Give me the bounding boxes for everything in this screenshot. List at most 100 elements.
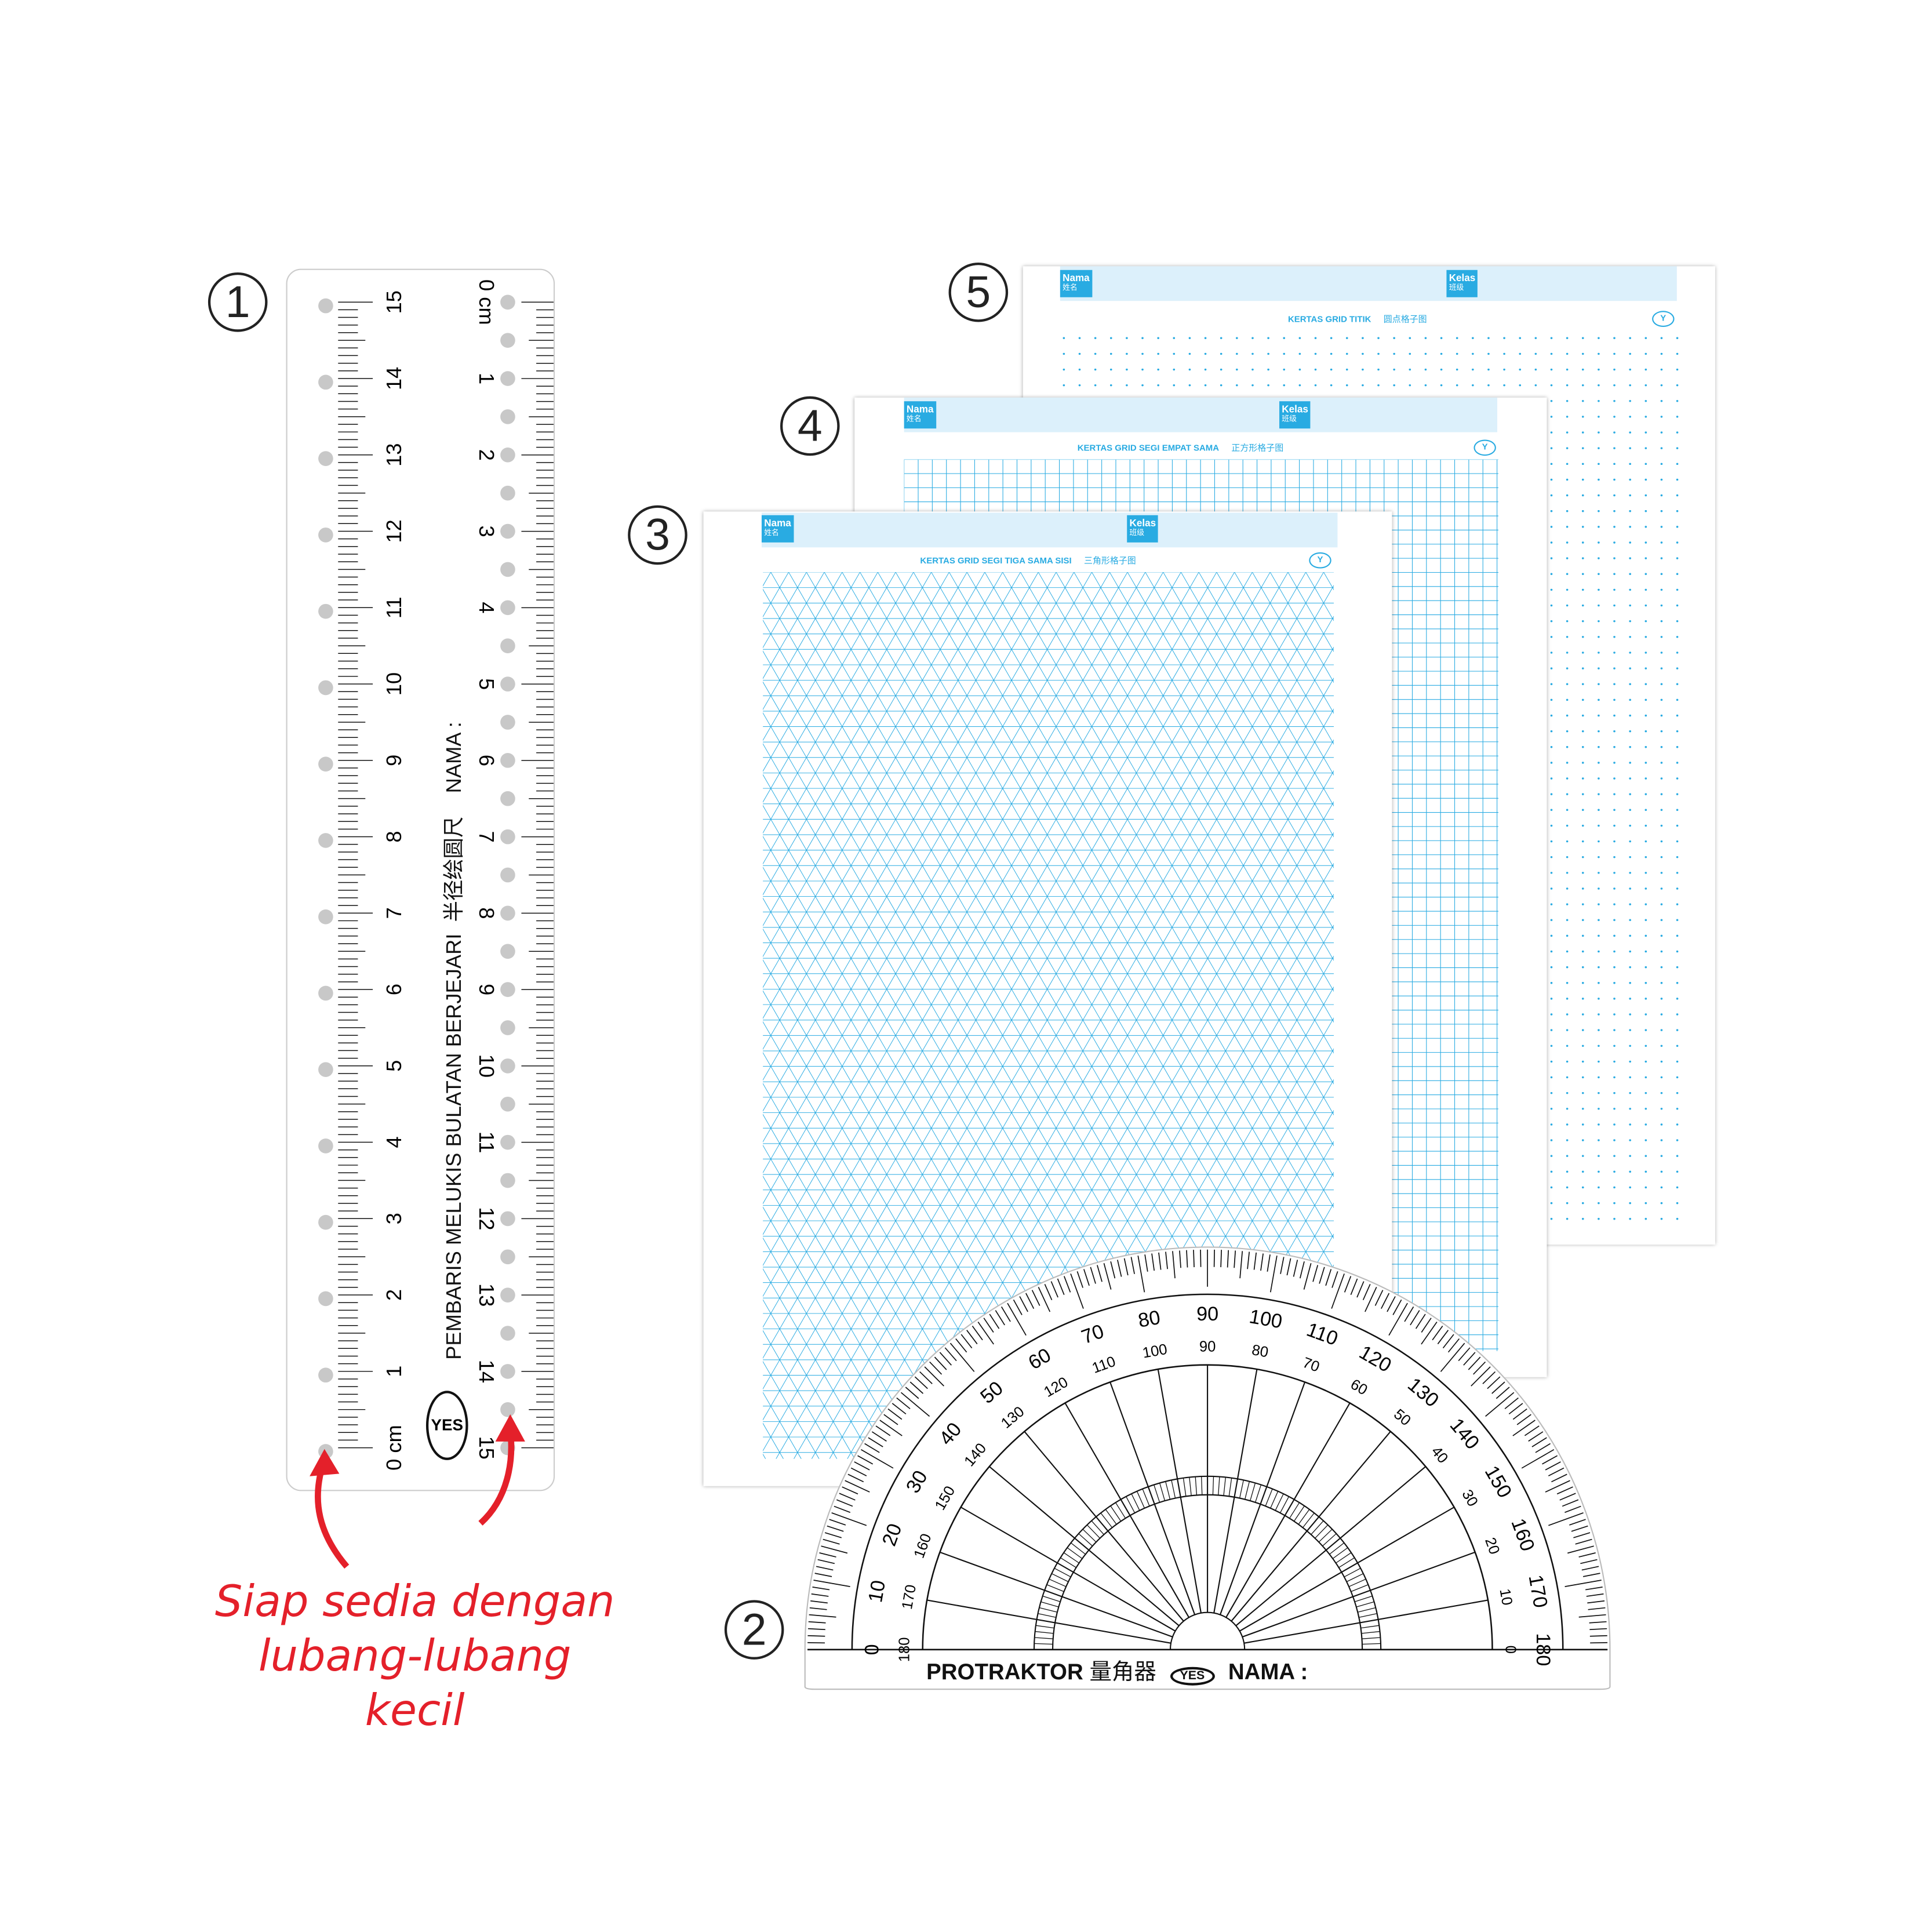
protractor-tick: [871, 1431, 887, 1442]
protractor-tick: [1076, 1271, 1083, 1288]
protractor-inner-tick: [1351, 1584, 1369, 1592]
yes-logo: Y: [1473, 439, 1496, 456]
protractor-tick: [1432, 1326, 1443, 1341]
protractor-tick: [1463, 1352, 1476, 1366]
ruler-number-left: 0 cm: [382, 1425, 406, 1471]
ruler-hole: [500, 1173, 515, 1188]
protractor-tick: [1200, 1249, 1202, 1267]
protractor-inner-tick: [1336, 1552, 1352, 1564]
protractor-inner-tick: [1035, 1625, 1054, 1629]
protractor-tick: [1571, 1525, 1588, 1532]
protractor-tick: [1000, 1306, 1011, 1322]
protractor-tick: [861, 1449, 894, 1469]
protractor-tick: [809, 1607, 827, 1610]
ruler-number-right: 9: [475, 984, 499, 995]
protractor-inner-tick: [1356, 1601, 1374, 1607]
protractor-inner-tick: [1034, 1637, 1053, 1639]
protractor-tick: [816, 1566, 834, 1571]
protractor-tick: [1234, 1250, 1236, 1268]
protractor-inner-tick: [1189, 1477, 1192, 1496]
ruler-number-right: 3: [475, 525, 499, 537]
ruler-hole: [500, 638, 515, 654]
protractor-tick: [1387, 1296, 1396, 1312]
protractor-tick: [810, 1600, 828, 1604]
protractor-tick: [1103, 1263, 1112, 1290]
protractor-inner-tick: [1070, 1542, 1086, 1555]
ruler-number-left: 6: [382, 984, 406, 995]
protractor-tick: [1551, 1473, 1567, 1483]
yes-logo: YES: [1170, 1667, 1215, 1686]
protractor-inner-tick: [1361, 1631, 1380, 1634]
protractor-tick: [1458, 1347, 1471, 1362]
ruler-number-left: 1: [382, 1366, 406, 1377]
protractor-inner-number: 90: [1199, 1338, 1216, 1355]
protractor-inner-tick: [1091, 1520, 1104, 1535]
protractor-inner-tick: [1358, 1607, 1376, 1613]
protractor-tick: [924, 1366, 944, 1387]
ruler-number-right: 6: [475, 755, 499, 766]
protractor-inner-tick: [1120, 1499, 1131, 1516]
ruler-hole: [318, 1214, 333, 1230]
protractor-tick: [824, 1532, 842, 1538]
protractor-tick: [809, 1614, 836, 1618]
protractor-tick: [995, 1310, 1005, 1326]
ruler-hole: [500, 409, 515, 424]
protractor-tick: [1381, 1293, 1390, 1309]
protractor-tick: [1286, 1258, 1291, 1276]
ruler-hole: [500, 1134, 515, 1150]
protractor-tick: [1491, 1381, 1505, 1394]
protractor-inner-tick: [1239, 1480, 1244, 1498]
protractor-inner-tick: [1034, 1643, 1053, 1645]
ruler-number-left: 3: [382, 1213, 406, 1224]
protractor-inner-tick: [1341, 1562, 1358, 1573]
protractor-tick: [1564, 1505, 1581, 1513]
protractor-inner-tick: [1142, 1489, 1150, 1507]
protractor-tick: [817, 1559, 835, 1564]
ruler-hole: [500, 485, 515, 501]
protractor-tick: [1447, 1338, 1460, 1353]
ruler-number-left: 8: [382, 831, 406, 842]
protractor-inner-tick: [1298, 1509, 1310, 1525]
arrows: [310, 1414, 525, 1569]
protractor-tick: [1580, 1559, 1598, 1564]
protractor-tick: [887, 1408, 903, 1420]
protractor-tick: [1564, 1580, 1602, 1587]
protractor-tick: [1083, 1269, 1090, 1286]
protractor-inner-tick: [1040, 1601, 1059, 1607]
protractor-outer-number: 10: [864, 1578, 890, 1604]
protractor-inner-tick: [1293, 1505, 1305, 1522]
ruler-number-right: 10: [475, 1054, 499, 1078]
ruler-hole: [500, 1058, 515, 1074]
protractor-tick: [1356, 1281, 1365, 1298]
protractor-tick: [1362, 1284, 1371, 1301]
protractor-inner-tick: [1154, 1485, 1160, 1503]
protractor-inner-tick: [1115, 1502, 1126, 1519]
protractor-tick: [939, 1352, 952, 1366]
protractor-tick: [960, 1334, 973, 1349]
protractor-inner-tick: [1038, 1613, 1056, 1618]
protractor-tick: [929, 1361, 943, 1375]
ruler-number-right: 4: [475, 602, 499, 613]
caption-line-2: lubang-lubang kecil: [258, 1632, 572, 1737]
protractor-tick: [834, 1505, 851, 1513]
marker-3: 3: [628, 505, 687, 565]
ruler-hole: [500, 791, 515, 806]
caption: Siap sedia dengan lubang-lubang kecil: [210, 1576, 619, 1739]
yes-logo: Y: [1652, 311, 1675, 328]
protractor-inner-tick: [1250, 1483, 1256, 1501]
protractor-tick: [1344, 1276, 1352, 1293]
protractor-inner-tick: [1082, 1529, 1097, 1542]
ruler-label: PEMBARIS MELUKIS BULATAN BERJEJARI 半径绘圆尺…: [442, 722, 467, 1360]
protractor-tick: [879, 1420, 903, 1436]
protractor-tick: [1186, 1250, 1188, 1268]
protractor-inner-tick: [1148, 1486, 1155, 1505]
ruler-scale: 0 cm0 cm11223344556677889910101111121213…: [318, 279, 554, 1471]
protractor-tick: [1410, 1310, 1420, 1326]
protractor-inner-number: 0: [1502, 1646, 1519, 1654]
ruler-hole: [500, 715, 515, 730]
protractor-tick: [914, 1376, 928, 1389]
protractor-tick: [1415, 1314, 1426, 1329]
